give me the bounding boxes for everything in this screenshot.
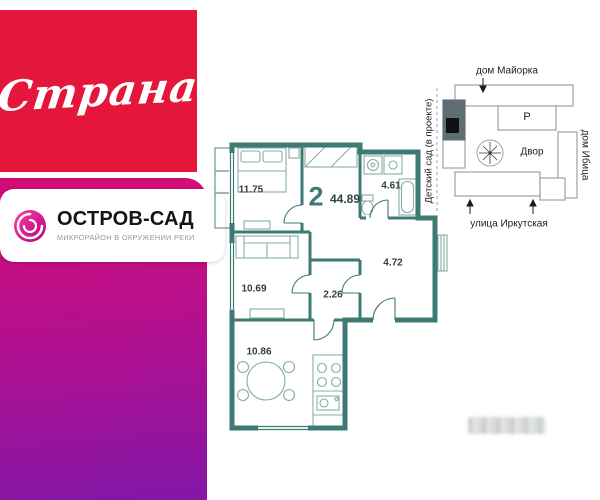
furniture (235, 146, 448, 429)
room-area-bathroom: 4.61 (381, 180, 401, 192)
developer-logo-panel: Страна (0, 10, 201, 172)
room-area-hall: 2.26 (323, 289, 343, 301)
site-label-east-building: дом Ибица (579, 129, 591, 181)
site-label-north-building: дом Майорка (476, 65, 538, 77)
site-label-kindergarten: Детский сад (в проекте) (423, 98, 435, 204)
neighbor-buildings (442, 84, 578, 201)
project-logo-card: ОСТРОВ-САД МИКРОРАЙОН В ОКРУЖЕНИИ РЕКИ (0, 189, 225, 262)
rooms-count: 2 (308, 181, 324, 212)
developer-logo: Страна (0, 61, 202, 121)
compass-icon (476, 139, 504, 167)
direction-arrows (466, 78, 537, 214)
project-title: ОСТРОВ-САД (57, 208, 194, 230)
watermark (468, 417, 546, 434)
site-label-street: улица Иркутская (470, 218, 548, 230)
room-area-kitchen: 10.86 (246, 346, 272, 358)
total-area: 44.89 (329, 192, 361, 206)
project-logo-icon (14, 209, 46, 242)
room-area-corridor: 4.72 (383, 257, 403, 269)
site-label-courtyard: Двор (520, 146, 544, 158)
site-plan-drawing (436, 78, 578, 214)
windows (229, 153, 308, 432)
room-area-bedroom: 11.75 (238, 184, 264, 196)
room-area-living: 10.69 (241, 283, 267, 295)
subject-unit-marker (446, 118, 459, 133)
door-openings (299, 205, 395, 323)
door-swings (283, 199, 396, 341)
site-label-parking: P (523, 111, 531, 123)
floor-plan-drawing (214, 142, 448, 432)
project-subtitle: МИКРОРАЙОН В ОКРУЖЕНИИ РЕКИ (57, 233, 195, 242)
project-text: ОСТРОВ-САД МИКРОРАЙОН В ОКРУЖЕНИИ РЕКИ (57, 209, 195, 242)
